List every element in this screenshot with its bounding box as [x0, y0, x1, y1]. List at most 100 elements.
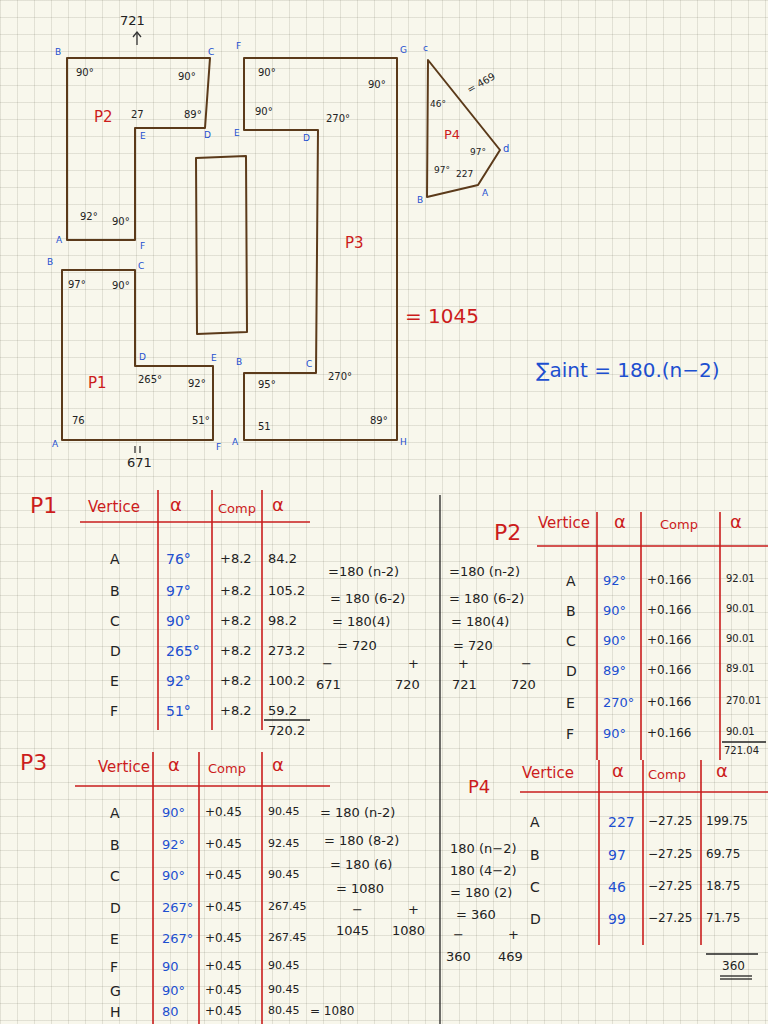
vertex-or-angle-note: 90°: [603, 727, 626, 740]
handwritten-note: F: [566, 727, 574, 741]
handwritten-note: 671: [316, 678, 341, 691]
handwritten-note: 721.04: [724, 746, 759, 756]
inner-rectangle: [196, 156, 247, 334]
handwritten-note: +0.45: [205, 960, 242, 972]
handwritten-note: 100.2: [268, 674, 305, 687]
handwritten-note: +: [408, 903, 419, 916]
handwritten-note: 1045: [336, 924, 369, 937]
handwritten-note: 265°: [138, 375, 162, 385]
sum-rule: [264, 719, 310, 720]
handwritten-note: F: [110, 960, 118, 974]
column-rule: [211, 490, 213, 730]
column-rule: [198, 752, 200, 1024]
handwritten-note: 90.01: [726, 604, 755, 614]
handwritten-note: 90.45: [268, 806, 300, 817]
handwritten-note: 51°: [192, 416, 210, 426]
tick: [134, 446, 135, 453]
handwritten-note: −27.25: [648, 815, 692, 827]
vertex-or-angle-note: 270°: [603, 696, 634, 709]
handwritten-note: −: [352, 903, 363, 916]
handwritten-note: 360: [722, 960, 745, 972]
handwritten-note: −: [453, 928, 464, 941]
vertex-or-angle-note: d: [503, 144, 509, 154]
heading-note: P3: [345, 236, 364, 251]
handwritten-note: 90.45: [268, 960, 300, 971]
handwritten-note: +0.166: [647, 664, 691, 676]
handwritten-note: =180 (n-2): [449, 565, 520, 578]
handwritten-note: 80.45: [268, 1005, 300, 1016]
vertex-or-angle-note: F: [140, 242, 145, 251]
handwritten-note: = 1080: [310, 1005, 354, 1017]
vertex-or-angle-note: c: [423, 44, 428, 53]
handwritten-note: 227: [456, 170, 473, 179]
handwritten-note: A: [530, 815, 540, 829]
handwritten-note: = 180 (2): [450, 886, 512, 899]
handwritten-note: 71.75: [706, 912, 740, 924]
heading-note: P1: [30, 495, 57, 517]
handwritten-note: = 1080: [336, 882, 384, 895]
handwritten-note: = 720: [337, 639, 377, 652]
handwritten-note: 90.01: [726, 727, 755, 737]
sum-rule: [706, 953, 758, 954]
vertex-or-angle-note: A: [56, 236, 62, 245]
handwritten-note: 89°: [184, 110, 202, 120]
handwritten-note: 180 (4−2): [450, 864, 517, 877]
handwritten-note: C: [530, 880, 540, 894]
handwritten-note: 92.01: [726, 574, 755, 584]
heading-note: Vertice: [88, 500, 140, 515]
header-rule: [520, 791, 768, 793]
column-rule: [640, 512, 642, 760]
handwritten-note: C: [566, 634, 576, 648]
handwritten-note: B: [566, 604, 576, 618]
heading-note: α: [272, 756, 284, 774]
handwritten-note: D: [110, 901, 121, 915]
handwritten-note: 98.2: [268, 614, 297, 627]
vertex-or-angle-note: E: [234, 129, 240, 138]
vertex-or-angle-note: 90°: [603, 604, 626, 617]
vertex-or-angle-note: 99: [608, 912, 626, 926]
heading-note: Comp: [660, 518, 698, 531]
handwritten-note: 97°: [434, 166, 450, 175]
heading-note: Vertice: [522, 766, 574, 781]
handwritten-note: = 180 (6-2): [330, 592, 405, 605]
handwritten-note: A: [110, 806, 120, 820]
handwritten-note: A: [566, 574, 576, 588]
handwritten-note: = 180 (6-2): [449, 592, 524, 605]
handwritten-note: 360: [446, 950, 471, 963]
handwritten-note: 90.01: [726, 634, 755, 644]
handwritten-note: 267.45: [268, 932, 307, 943]
handwritten-note: −: [521, 657, 532, 670]
heading-note: α: [730, 513, 742, 531]
vertex-or-angle-note: 90: [162, 960, 179, 973]
vertex-or-angle-note: 92°: [603, 574, 626, 587]
handwritten-note: 720.2: [268, 724, 305, 737]
handwritten-note: = 720: [453, 639, 493, 652]
vertex-or-angle-note: 89°: [603, 664, 626, 677]
vertex-or-angle-note: ∑aint = 180.(n−2): [536, 360, 720, 380]
handwritten-note: = 360: [456, 908, 496, 921]
handwritten-note: 18.75: [706, 880, 740, 892]
heading-note: α: [614, 513, 626, 531]
handwritten-note: +0.166: [647, 727, 691, 739]
column-rule: [157, 490, 159, 730]
vertex-or-angle-note: 97°: [166, 584, 191, 598]
handwritten-note: +8.2: [220, 704, 252, 717]
vertex-or-angle-note: 80: [162, 1005, 179, 1018]
handwritten-note: 90°: [112, 281, 130, 291]
vertex-or-angle-note: H: [400, 438, 407, 447]
tick: [139, 446, 140, 453]
handwritten-note: H: [110, 1005, 121, 1019]
handwritten-note: = 180(4): [332, 615, 390, 628]
handwritten-note: E: [566, 696, 575, 710]
handwritten-note: A: [110, 552, 120, 566]
handwritten-note: 267.45: [268, 901, 307, 912]
heading-note: Vertice: [538, 516, 590, 531]
vertex-or-angle-note: 267°: [162, 901, 193, 914]
heading-note: α: [170, 496, 182, 514]
heading-note: Comp: [218, 502, 256, 515]
handwritten-note: +8.2: [220, 584, 252, 597]
polygon-p4: [427, 60, 500, 197]
handwritten-note: B: [110, 584, 120, 598]
handwritten-note: 90°: [255, 107, 273, 117]
handwritten-note: −: [322, 657, 333, 670]
